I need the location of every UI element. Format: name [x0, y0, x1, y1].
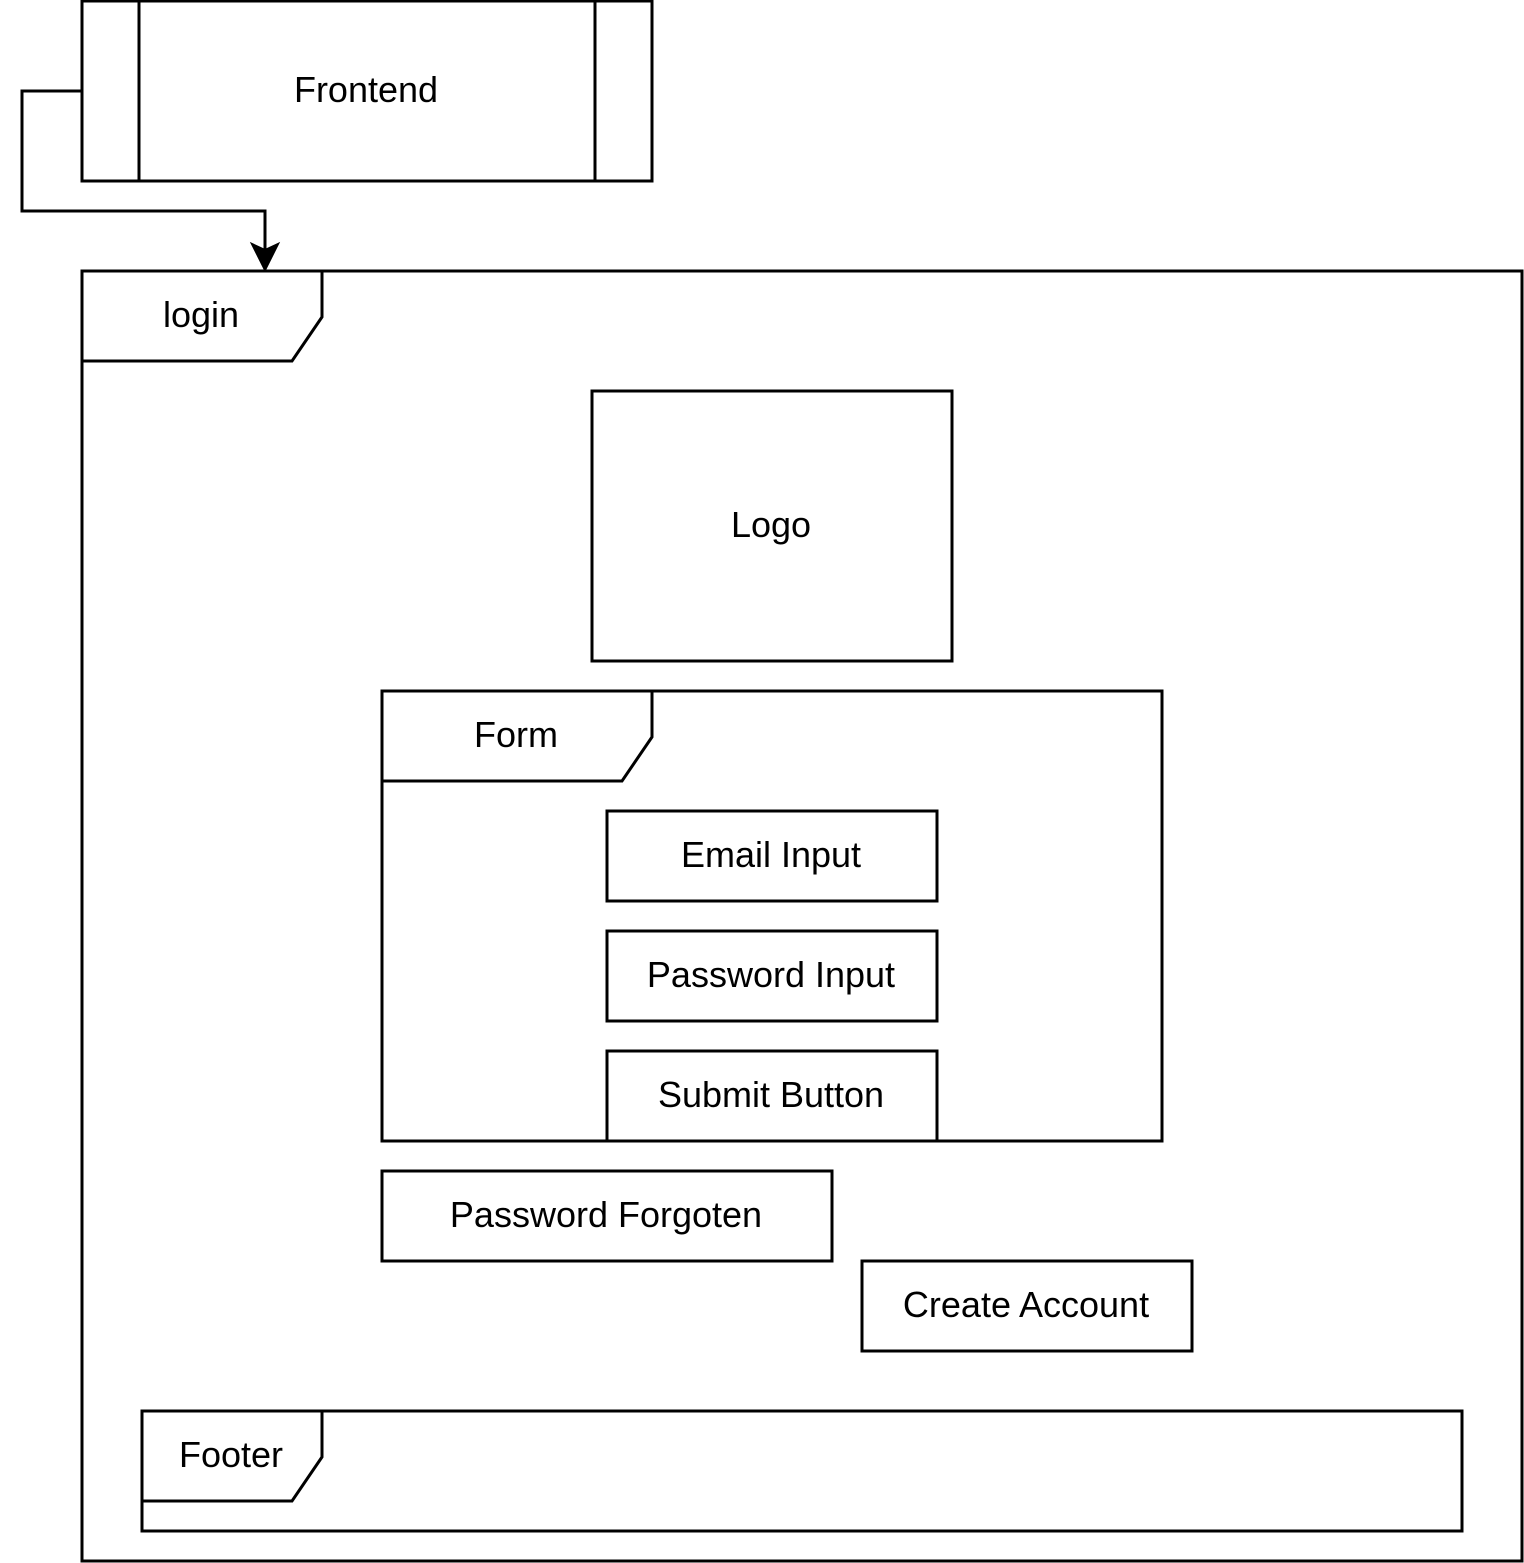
form-frame-tab [382, 691, 654, 783]
submit-button-box[interactable]: Submit Button [605, 1049, 939, 1143]
footer-frame: Footer [140, 1409, 1464, 1533]
logo-label: Logo [731, 504, 811, 545]
submit-button-label: Submit Button [658, 1074, 884, 1115]
password-forgotten-label: Password Forgoten [450, 1194, 762, 1235]
password-input-box[interactable]: Password Input [605, 929, 939, 1023]
frontend-label: Frontend [294, 69, 438, 110]
footer-frame-tab [142, 1411, 324, 1503]
password-input-label: Password Input [647, 954, 895, 995]
connector-frontend-to-login [20, 89, 281, 273]
footer-frame-label: Footer [179, 1434, 283, 1475]
password-forgotten-box[interactable]: Password Forgoten [380, 1169, 834, 1263]
frontend-process-box[interactable]: Frontend [80, 0, 654, 183]
form-frame-label: Form [474, 714, 558, 755]
connector-line [20, 89, 267, 250]
email-input-box[interactable]: Email Input [605, 809, 939, 903]
login-frame-label: login [163, 294, 239, 335]
create-account-label: Create Account [903, 1284, 1149, 1325]
email-input-label: Email Input [681, 834, 861, 875]
create-account-box[interactable]: Create Account [860, 1259, 1194, 1353]
logo-box: Logo [590, 389, 954, 663]
arrowhead-icon [249, 241, 281, 273]
login-frame-tab [82, 271, 324, 363]
